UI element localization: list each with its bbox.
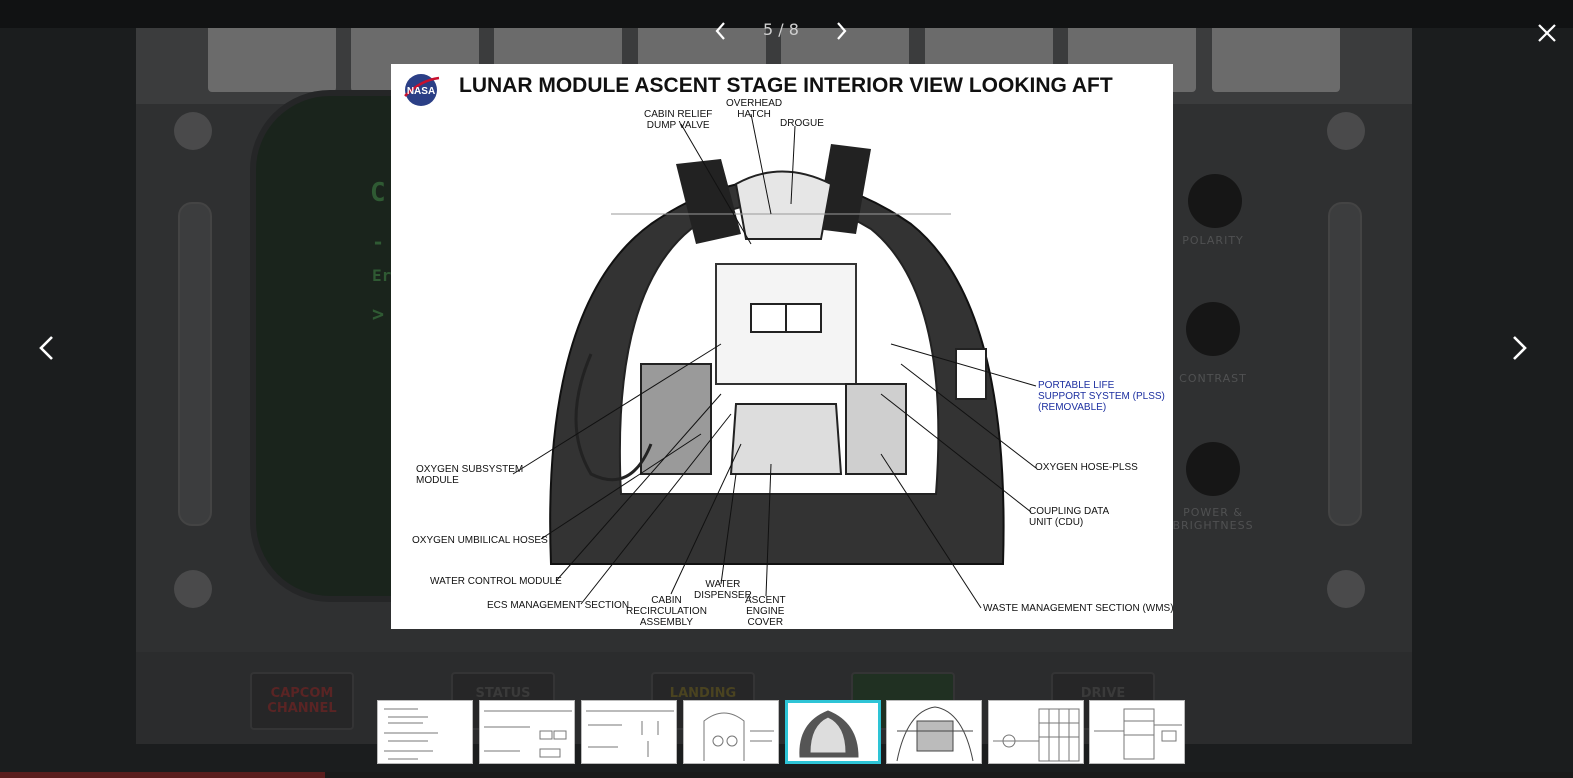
background-progress-bar [0,772,1573,778]
chevron-left-icon [715,22,725,40]
chevron-right-icon [1513,336,1527,360]
thumbnail-8[interactable] [1089,700,1185,764]
thumbnail-3[interactable] [581,700,677,764]
gallery-counter: 5 / 8 [763,20,799,39]
thumbnail-6[interactable] [886,700,982,764]
label-oxygen-umbilical: OXYGEN UMBILICAL HOSES [412,535,548,546]
prev-small-button[interactable] [708,18,734,44]
close-icon [1538,24,1556,42]
next-small-button[interactable] [828,18,854,44]
lunar-module-illustration [512,113,1037,609]
thumbnail-4[interactable] [683,700,779,764]
label-drogue: DROGUE [780,118,824,129]
thumbnail-5-active[interactable] [785,700,881,764]
power-brightness-label: POWER & BRIGHTNESS [1172,506,1254,532]
main-image: NASA LUNAR MODULE ASCENT STAGE INTERIOR … [391,64,1173,629]
nasa-logo-text: NASA [407,86,435,97]
label-ecs-management: ECS MANAGEMENT SECTION [487,600,630,611]
label-water-dispenser: WATER DISPENSER [694,579,752,601]
contrast-label: CONTRAST [1179,372,1247,385]
diagram-title: LUNAR MODULE ASCENT STAGE INTERIOR VIEW … [459,74,1113,97]
thumbnail-7[interactable] [988,700,1084,764]
label-cabin-relief: CABIN RELIEF DUMP VALVE [644,109,713,131]
capcom-channel-button: CAPCOM CHANNEL [250,672,354,730]
nasa-logo: NASA [404,74,440,106]
thumbnail-2[interactable] [479,700,575,764]
polarity-label: POLARITY [1182,234,1244,247]
next-image-button[interactable] [1500,330,1536,366]
label-oxygen-hose: OXYGEN HOSE-PLSS [1035,462,1138,473]
chevron-left-icon [39,336,53,360]
label-ascent-engine: ASCENT ENGINE COVER [745,595,786,628]
close-button[interactable] [1534,20,1560,46]
chevron-right-icon [837,22,847,40]
label-water-control: WATER CONTROL MODULE [430,576,562,587]
label-cdu: COUPLING DATA UNIT (CDU) [1029,506,1110,528]
label-overhead-hatch: OVERHEAD HATCH [726,98,783,120]
label-oxygen-subsystem: OXYGEN SUBSYSTEM MODULE [416,464,524,486]
label-plss: PORTABLE LIFE SUPPORT SYSTEM (PLSS) (REM… [1038,380,1165,413]
label-cabin-recirculation: CABIN RECIRCULATION ASSEMBLY [626,595,707,628]
thumbnail-1[interactable] [377,700,473,764]
label-waste-management: WASTE MANAGEMENT SECTION (WMS) [983,603,1173,614]
prev-image-button[interactable] [30,330,66,366]
lightbox-topbar [0,0,1573,28]
